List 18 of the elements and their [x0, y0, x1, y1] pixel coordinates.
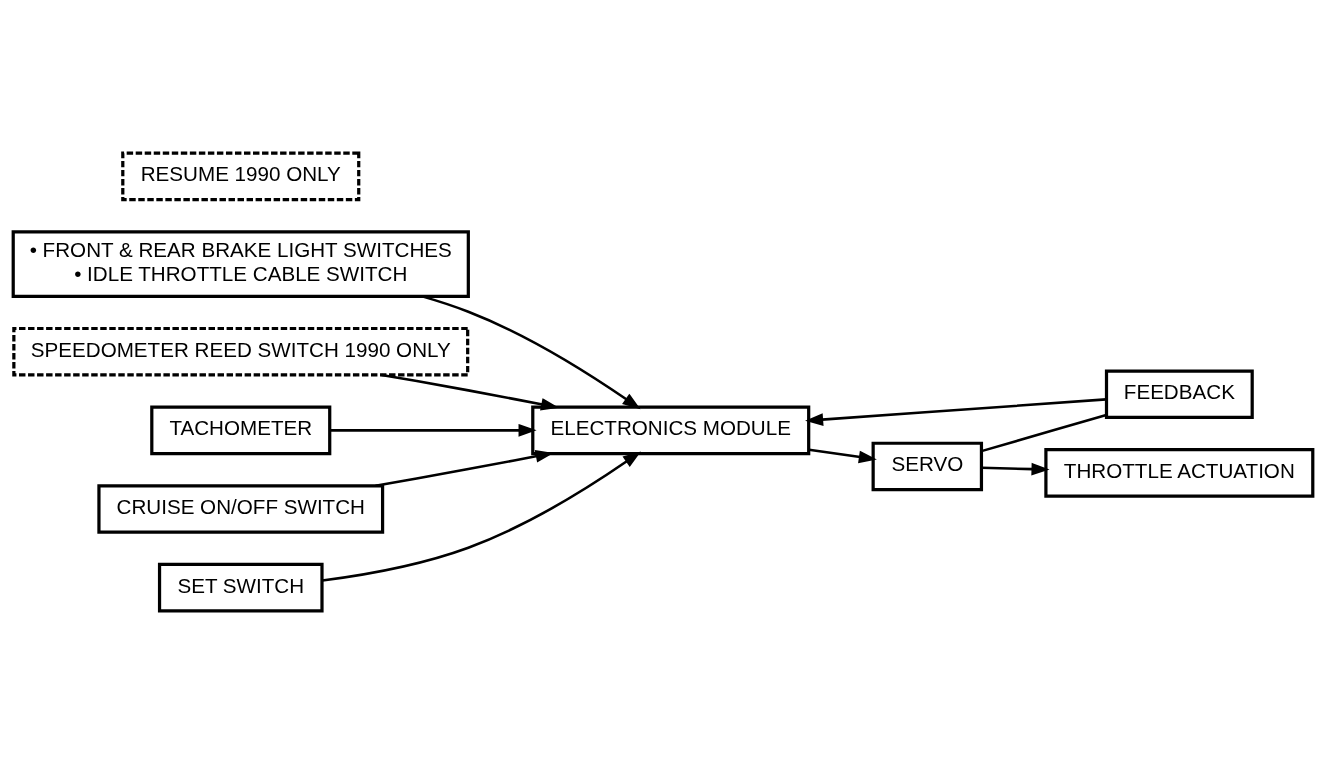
connector	[981, 413, 1107, 453]
node-box: SET SWITCH	[157, 562, 324, 613]
arrow	[330, 424, 537, 437]
arrow	[381, 373, 560, 411]
node-box: ELECTRONICS MODULE	[531, 405, 811, 456]
arrow	[322, 451, 641, 582]
arrow	[805, 398, 1107, 426]
node-box: SPEEDOMETER REED SWITCH 1990 ONLY	[12, 326, 470, 377]
node-box: • FRONT & REAR BRAKE LIGHT SWITCHES • IDLE THROTTLE CABLE SWITCH	[11, 230, 470, 298]
arrow	[808, 448, 877, 464]
arrow	[421, 295, 641, 410]
node-box: SERVO	[871, 441, 984, 492]
node-box: RESUME 1990 ONLY	[121, 151, 361, 202]
arrow	[981, 462, 1050, 476]
node-box: CRUISE ON/OFF SWITCH	[97, 484, 385, 534]
node-box: TACHOMETER	[150, 405, 332, 456]
node-box: FEEDBACK	[1104, 369, 1254, 420]
node-box: THROTTLE ACTUATION	[1044, 448, 1315, 498]
